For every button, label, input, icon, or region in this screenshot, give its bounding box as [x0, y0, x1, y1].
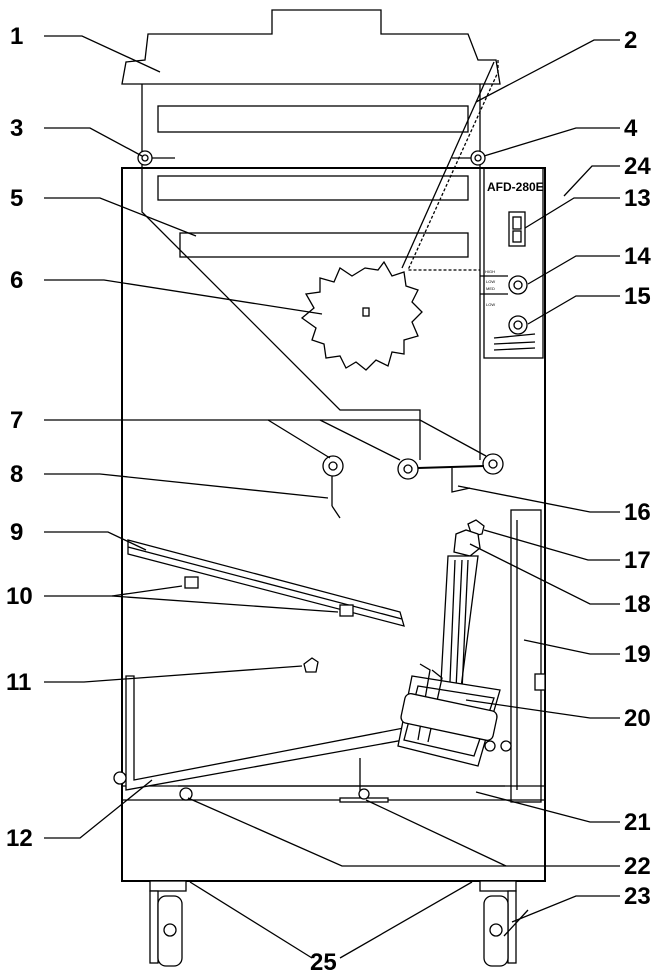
ramp-bracket-lower — [339, 604, 354, 617]
drain-fitting — [303, 657, 319, 673]
temperature-probe — [331, 476, 341, 519]
callout-16: 16 — [624, 499, 651, 526]
callout-3: 3 — [10, 115, 23, 142]
callout-numbers: 1 2 3 4 5 6 7 8 9 10 11 12 13 14 15 16 1… — [6, 23, 651, 976]
callout-14: 14 — [624, 243, 651, 270]
top-lid — [121, 9, 501, 85]
drum-gear — [300, 260, 423, 371]
roller-right — [482, 453, 504, 475]
caster-right — [479, 880, 529, 967]
panel-vents — [493, 333, 536, 351]
callout-7: 7 — [10, 407, 23, 434]
callout-10: 10 — [6, 583, 33, 610]
ramp-bracket-upper — [184, 576, 199, 589]
guide-rail — [510, 509, 546, 803]
callout-15: 15 — [624, 283, 651, 310]
panel-label-high: HIGH — [485, 269, 495, 274]
control-panel: AFD-280E — [483, 167, 544, 359]
fry-basket — [397, 663, 512, 767]
callout-21: 21 — [624, 809, 651, 836]
right-latch — [452, 150, 486, 166]
callout-1: 1 — [10, 23, 23, 50]
caster-left — [149, 880, 187, 967]
callout-23: 23 — [624, 883, 651, 910]
left-latch — [137, 150, 175, 166]
power-switch[interactable] — [508, 211, 526, 247]
leader-lines — [44, 35, 620, 959]
panel-label-low-2: LOW — [486, 302, 495, 307]
callout-19: 19 — [624, 641, 651, 668]
panel-label-low: LOW — [486, 279, 495, 284]
callout-12: 12 — [6, 825, 33, 852]
heat-selector-knob[interactable]: HIGH LOW MED LOW — [480, 269, 528, 307]
timer-knob[interactable] — [508, 315, 528, 335]
roller-middle — [397, 458, 419, 480]
callout-22: 22 — [624, 853, 651, 880]
callout-25: 25 — [310, 949, 337, 976]
callout-5: 5 — [10, 185, 23, 212]
callout-24: 24 — [624, 153, 651, 180]
leveling-foot-left — [179, 787, 193, 801]
callout-6: 6 — [10, 267, 23, 294]
callout-18: 18 — [624, 591, 651, 618]
callout-8: 8 — [10, 461, 23, 488]
callout-13: 13 — [624, 185, 651, 212]
drum-housing — [141, 84, 481, 460]
upper-ramp — [127, 539, 405, 627]
roller-bracket — [417, 465, 485, 493]
model-label: AFD-280E — [487, 180, 544, 194]
leveling-foot-center — [339, 758, 389, 803]
callout-4: 4 — [624, 115, 638, 142]
callout-11: 11 — [6, 669, 31, 696]
callout-20: 20 — [624, 705, 651, 732]
callout-2: 2 — [624, 27, 637, 54]
panel-label-med: MED — [486, 286, 495, 291]
callout-9: 9 — [10, 519, 23, 546]
roller-left — [322, 455, 344, 477]
callout-17: 17 — [624, 547, 651, 574]
door-strut — [401, 60, 499, 271]
